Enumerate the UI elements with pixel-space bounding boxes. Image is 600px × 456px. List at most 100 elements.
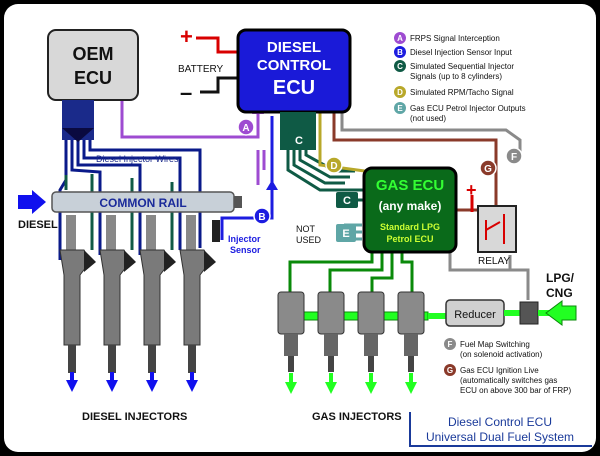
gas-ecu-note-1: Standard LPG bbox=[380, 222, 440, 232]
not-used-label-1: NOT bbox=[296, 224, 316, 234]
battery-label: BATTERY bbox=[178, 64, 224, 75]
title-line-1: Diesel Control ECU bbox=[448, 415, 552, 429]
battery-plus: + bbox=[180, 24, 193, 49]
legend-item-e: E Gas ECU Petrol Injector Outputs(not use… bbox=[394, 102, 526, 123]
oem-ecu bbox=[47, 29, 139, 101]
legend-item-a: A FRPS Signal Interception bbox=[394, 32, 500, 44]
svg-text:B: B bbox=[397, 48, 403, 57]
svg-text:Gas ECU Petrol Injector Output: Gas ECU Petrol Injector Outputs bbox=[410, 104, 526, 113]
wire-d bbox=[318, 110, 373, 174]
svg-text:Diesel Injection Sensor Input: Diesel Injection Sensor Input bbox=[410, 48, 513, 57]
battery-minus: – bbox=[180, 80, 192, 105]
relay-label: RELAY bbox=[478, 256, 510, 267]
wire-g bbox=[332, 108, 498, 205]
svg-text:C: C bbox=[295, 135, 303, 147]
gas-injector-1 bbox=[277, 291, 305, 394]
common-rail-label: COMMON RAIL bbox=[99, 196, 186, 210]
svg-text:(not used): (not used) bbox=[410, 114, 446, 123]
svg-text:D: D bbox=[397, 88, 403, 97]
gas-injectors bbox=[277, 291, 425, 394]
diesel-injector-4 bbox=[179, 215, 216, 392]
svg-text:Simulated Sequential Injector: Simulated Sequential Injector bbox=[410, 62, 514, 71]
wire-b-arrow bbox=[266, 180, 278, 190]
relay-plus: + bbox=[466, 180, 477, 200]
gas-injector-3 bbox=[357, 291, 385, 394]
gas-ecu-subtitle: (any make) bbox=[379, 199, 442, 213]
svg-text:C: C bbox=[397, 62, 403, 71]
diesel-ecu-label-1: DIESEL bbox=[267, 39, 321, 56]
title-line-2: Universal Dual Fuel System bbox=[426, 430, 574, 444]
wire-tag-a: A bbox=[237, 118, 255, 136]
oem-connector bbox=[62, 100, 94, 142]
wire-tag-d: D bbox=[325, 156, 343, 174]
diesel-injector-wires-label: Diesel Injector Wires bbox=[96, 154, 179, 164]
svg-text:FRPS Signal Interception: FRPS Signal Interception bbox=[410, 34, 500, 43]
gas-ecu-title: GAS ECU bbox=[376, 177, 444, 194]
diesel-ecu-label-2: CONTROL bbox=[257, 57, 331, 74]
svg-text:G: G bbox=[484, 164, 492, 175]
svg-text:B: B bbox=[258, 212, 265, 223]
gas-ecu-note-2: Petrol ECU bbox=[386, 234, 433, 244]
svg-text:F: F bbox=[511, 152, 517, 163]
svg-text:ECU on above 300 bar of FRP): ECU on above 300 bar of FRP) bbox=[460, 386, 572, 395]
gas-injectors-label: GAS INJECTORS bbox=[312, 411, 402, 423]
svg-text:A: A bbox=[397, 34, 403, 43]
lpg-input-arrow bbox=[545, 300, 577, 326]
wire-f bbox=[340, 100, 522, 160]
diesel-input-arrow bbox=[18, 190, 46, 214]
legend-item-d: D Simulated RPM/Tacho Signal bbox=[394, 86, 514, 98]
oem-ecu-label-1: OEM bbox=[72, 44, 113, 64]
gas-injector-4 bbox=[397, 291, 425, 394]
diesel-ecu-label-3: ECU bbox=[273, 77, 315, 99]
reducer-label: Reducer bbox=[454, 309, 496, 321]
injector-sensor bbox=[212, 220, 220, 242]
legend-item-g: G Gas ECU Ignition Live(automatically swi… bbox=[444, 364, 572, 395]
legend-item-b: B Diesel Injection Sensor Input bbox=[394, 46, 513, 58]
wire-a-frps bbox=[256, 150, 266, 185]
wire-a bbox=[120, 100, 260, 139]
battery-negative-wire bbox=[200, 76, 238, 94]
svg-text:Signals (up to 8 cylinders): Signals (up to 8 cylinders) bbox=[410, 72, 502, 81]
svg-text:(automatically switches gas: (automatically switches gas bbox=[460, 376, 557, 385]
svg-text:F: F bbox=[448, 340, 453, 349]
svg-text:C: C bbox=[343, 195, 351, 207]
solenoid-valve bbox=[519, 301, 539, 325]
svg-text:A: A bbox=[242, 123, 249, 134]
lpg-cng-label-2: CNG bbox=[546, 286, 573, 300]
svg-text:G: G bbox=[447, 366, 453, 375]
lpg-cng-label-1: LPG/ bbox=[546, 271, 575, 285]
legend-top: A FRPS Signal Interception B Diesel Inject… bbox=[394, 32, 526, 123]
diesel-injectors-label: DIESEL INJECTORS bbox=[82, 411, 187, 423]
relay-box bbox=[477, 205, 517, 253]
wire-tag-e: E bbox=[336, 224, 356, 242]
diesel-injector-3 bbox=[139, 215, 176, 392]
gas-ecu bbox=[362, 166, 458, 254]
wire-tag-f: F bbox=[505, 147, 523, 165]
wire-tag-c2: C bbox=[336, 192, 358, 208]
wire-b bbox=[220, 116, 274, 240]
svg-text:E: E bbox=[397, 104, 403, 113]
oem-ecu-label-2: ECU bbox=[74, 68, 112, 88]
diesel-injector-2 bbox=[99, 215, 136, 392]
not-used-label-2: USED bbox=[296, 235, 322, 245]
title-box-frame bbox=[409, 412, 592, 447]
relay-switch-icon bbox=[485, 214, 505, 244]
svg-text:E: E bbox=[342, 228, 349, 240]
gas-injector-2 bbox=[317, 291, 345, 394]
wire-tag-b: B bbox=[253, 207, 271, 225]
diesel-injectors bbox=[59, 215, 216, 392]
injector-sensor-label-1: Injector bbox=[228, 234, 261, 244]
svg-text:Gas ECU Ignition Live: Gas ECU Ignition Live bbox=[460, 366, 539, 375]
diesel-label: DIESEL bbox=[18, 219, 58, 231]
injector-sensor-label-2: Sensor bbox=[230, 245, 261, 255]
wire-tag-g: G bbox=[479, 159, 497, 177]
svg-text:Simulated RPM/Tacho Signal: Simulated RPM/Tacho Signal bbox=[410, 88, 514, 97]
battery-positive-wire bbox=[196, 36, 238, 54]
svg-text:(on solenoid activation): (on solenoid activation) bbox=[460, 350, 543, 359]
wire-tag-c1: C bbox=[288, 132, 310, 148]
